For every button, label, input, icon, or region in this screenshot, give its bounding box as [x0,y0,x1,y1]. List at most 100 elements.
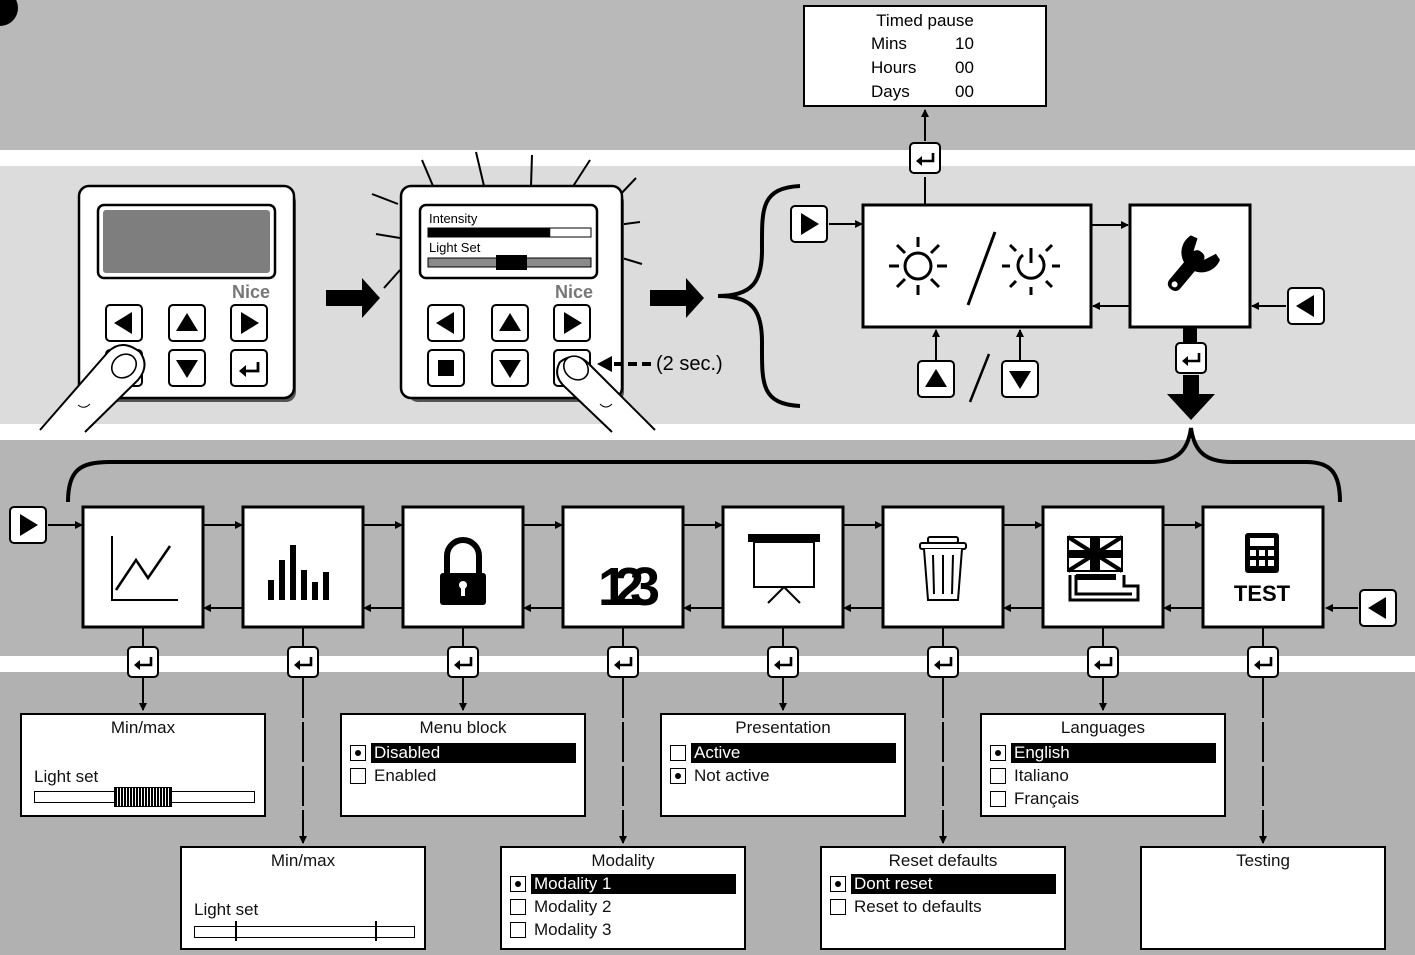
right-button[interactable] [230,304,268,342]
enter-button[interactable] [926,645,960,679]
minmax-panel-b: Min/max Light set [180,846,426,950]
brand-logo: Nice [555,282,593,302]
radio-button[interactable] [990,745,1006,761]
down-button[interactable] [1001,360,1039,398]
option-item[interactable]: Disabled [350,742,576,765]
step-number-circle [0,0,18,26]
enter-button[interactable] [1246,645,1280,679]
option-label: Not active [694,766,770,785]
slash-divider [968,353,991,403]
option-label: Reset to defaults [854,897,982,916]
slider-max-marker[interactable] [375,921,377,941]
enter-button[interactable] [286,645,320,679]
up-button[interactable] [491,304,529,342]
radio-button[interactable] [830,899,846,915]
language-flag-icon [1066,535,1140,602]
enter-button[interactable] [1174,341,1208,375]
radio-button[interactable] [990,791,1006,807]
radio-button[interactable] [350,768,366,784]
stop-button[interactable] [427,349,465,387]
radio-button[interactable] [510,876,526,892]
lock-icon [440,537,486,605]
enter-button[interactable] [446,645,480,679]
radio-button[interactable] [670,768,686,784]
up-button[interactable] [168,304,206,342]
light-set-range-slider[interactable] [194,926,415,938]
device-keypad-1: Nice [39,184,296,433]
option-item[interactable]: Not active [670,765,896,788]
lcd-intensity-label: Intensity [429,211,478,226]
enter-button[interactable] [126,645,160,679]
option-item[interactable]: Reset to defaults [830,896,1056,919]
pressing-finger-icon [556,355,656,433]
option-item[interactable]: Dont reset [830,873,1056,896]
sun-icon [889,237,947,295]
option-item[interactable]: Modality 2 [510,896,736,919]
radio-button[interactable] [350,745,366,761]
down-button[interactable] [168,349,206,387]
trash-icon [919,536,967,601]
presentation-icon [748,534,820,604]
radio-button[interactable] [510,922,526,938]
menu-row [81,505,1325,629]
chart-line-icon [111,536,178,601]
flow-arrow [650,278,704,318]
down-button[interactable] [491,349,529,387]
enter-button[interactable] [908,141,942,175]
left-button[interactable] [105,304,143,342]
slider-handle[interactable] [114,787,172,807]
menu-item-box[interactable] [241,505,365,629]
option-item[interactable]: Italiano [990,765,1216,788]
option-label: Disabled [371,743,576,763]
panel-title: Testing [1236,851,1290,870]
bar-chart-icon [268,545,329,600]
option-item[interactable]: Modality 1 [510,873,736,896]
left-button[interactable] [427,304,465,342]
wrench-icon [1167,235,1220,292]
option-item[interactable]: Active [670,742,896,765]
slider-min-marker[interactable] [235,921,237,941]
timed-pause-title: Timed pause [876,11,974,30]
minmax-panel-a: Min/max Light set [20,713,266,817]
left-button[interactable] [1287,287,1325,325]
enter-button[interactable] [766,645,800,679]
menu-item-box[interactable] [561,505,685,629]
panel-title: Presentation [735,718,831,737]
option-item[interactable]: Enabled [350,765,576,788]
device-keypad-2: Intensity Light Set Nice (2 sec.) [371,151,723,433]
radio-button[interactable] [990,768,1006,784]
top-band [0,0,1415,150]
menu-brace [66,427,1342,503]
lcd-intensity-bar [428,228,551,237]
flow-arrow [326,278,380,318]
right-button[interactable] [790,205,828,243]
right-button[interactable] [9,506,47,544]
hold-duration-note: (2 sec.) [656,353,723,375]
panel-title: Languages [1060,718,1146,737]
radio-button[interactable] [830,876,846,892]
menu-item-box[interactable] [401,505,525,629]
up-button[interactable] [917,360,955,398]
blink-rays [371,151,643,289]
enter-button[interactable] [606,645,640,679]
option-item[interactable]: English [990,742,1216,765]
enter-button[interactable] [230,349,268,387]
right-button[interactable] [553,304,591,342]
panel-title: Menu block [419,718,507,737]
option-label: Dont reset [851,874,1056,894]
radio-button[interactable] [510,899,526,915]
left-button[interactable] [1359,589,1397,627]
option-item[interactable]: Français [990,788,1216,811]
down-arrow [1167,394,1215,420]
menu-links [126,521,1280,844]
option-item[interactable]: Modality 3 [510,919,736,942]
radio-button[interactable] [670,745,686,761]
option-label: Modality 3 [534,920,612,939]
enter-button[interactable] [1086,645,1120,679]
curly-brace [717,184,801,408]
menu-item-box[interactable] [81,505,205,629]
